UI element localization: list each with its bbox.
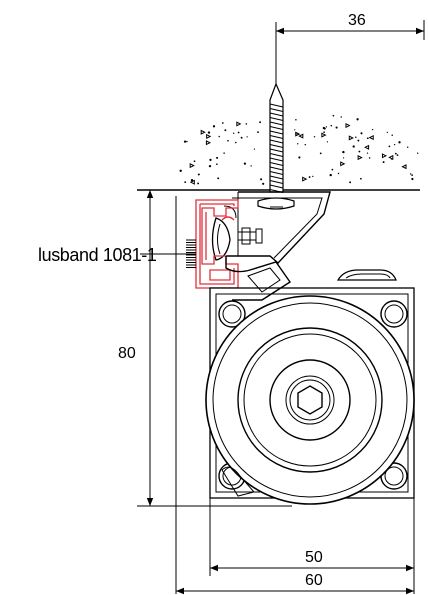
dimension-36 — [275, 20, 425, 84]
dimension-60-label: 60 — [305, 572, 323, 589]
locking-cam — [211, 205, 237, 261]
callout-leader — [140, 239, 196, 268]
dimension-80 — [137, 189, 292, 507]
dimension-50-label: 50 — [305, 549, 323, 566]
callout-label: lusband 1081-1 — [38, 245, 157, 265]
anchor-screw — [257, 82, 295, 210]
motor-housing — [205, 256, 415, 505]
dimension-36-label: 36 — [348, 12, 366, 29]
dimension-80-label: 80 — [118, 345, 136, 362]
dimension-width — [175, 196, 415, 595]
mounting-bracket — [226, 191, 331, 264]
